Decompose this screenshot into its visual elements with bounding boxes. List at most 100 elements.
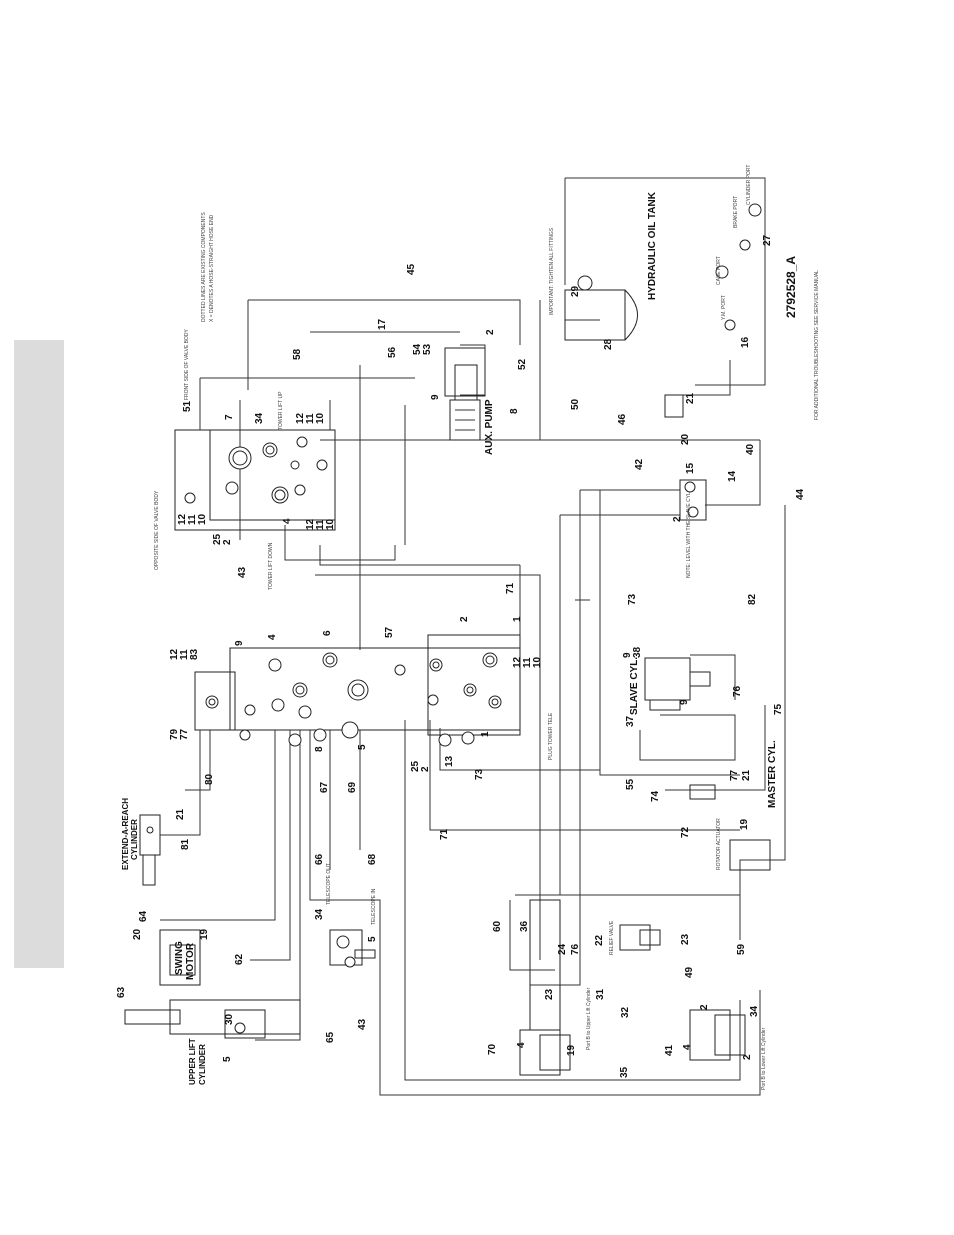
callout: 74	[650, 790, 661, 802]
callout: 2	[485, 329, 496, 335]
callout: 10	[315, 412, 326, 424]
callout: 8	[509, 408, 520, 414]
callout: 4	[516, 1042, 527, 1048]
callout: 70	[487, 1043, 498, 1055]
callout: 20	[680, 433, 691, 445]
callout: 81	[180, 838, 191, 850]
callout: 72	[680, 826, 691, 838]
callout: 14	[727, 470, 738, 482]
tank-label: HYDRAULIC OIL TANK	[647, 191, 658, 300]
callout: 2	[672, 516, 683, 522]
note: CASE PORT	[716, 256, 722, 285]
callout: 73	[474, 768, 485, 780]
callout: 8	[314, 746, 325, 752]
callout: 11	[315, 519, 326, 530]
hose-lines	[160, 177, 786, 1096]
callout: 50	[570, 398, 581, 410]
callout: 4	[267, 634, 278, 640]
callout: 23	[544, 988, 555, 1000]
callout: 79	[169, 728, 180, 740]
callout: 30	[224, 1013, 235, 1025]
callout: 2	[459, 616, 470, 622]
aux-pump-drawing	[444, 347, 486, 441]
callout: 9	[430, 394, 441, 400]
callout: 34	[314, 908, 325, 920]
lower-valve-blocks	[519, 899, 746, 1076]
callout: 19	[199, 928, 210, 940]
callout: 67	[319, 781, 330, 793]
callout: 21	[685, 392, 696, 404]
main-pump-drawing	[664, 394, 707, 521]
callout: 53	[422, 343, 433, 355]
note: OPPOSITE SIDE OF VALVE BODY	[154, 490, 160, 570]
callout: 12	[512, 656, 523, 668]
callout: 77	[729, 769, 740, 781]
note: RELIEF VALVE	[609, 920, 615, 955]
callout: 66	[314, 853, 325, 865]
callout: 40	[745, 443, 756, 455]
callout: 41	[664, 1044, 675, 1056]
slave-cyl-label: SLAVE CYL.	[629, 657, 640, 715]
callout: 5	[222, 1056, 233, 1062]
callout: 31	[595, 988, 606, 1000]
callout: 2	[742, 1054, 753, 1060]
callout: 19	[566, 1044, 577, 1056]
callout: 24	[557, 943, 568, 955]
callout: 11	[179, 649, 190, 660]
master-cyl-label: MASTER CYL.	[767, 740, 778, 808]
callout: 59	[736, 943, 747, 955]
annotation-notes: DOTTED LINES ARE EXISTING COMPONENTS X =…	[154, 165, 820, 1090]
callout: 19	[739, 818, 750, 830]
extend-label-a: EXTEND-A-REACH	[121, 798, 130, 870]
callout: 44	[795, 488, 806, 500]
callout: 77	[179, 728, 190, 740]
callout: 37	[625, 715, 636, 727]
callout: 4	[282, 518, 293, 524]
callout: 73	[627, 593, 638, 605]
swing-motor-drawing	[159, 929, 201, 986]
callout: 13	[444, 755, 455, 767]
callout: 34	[749, 1005, 760, 1017]
callout: 38	[632, 646, 643, 658]
note: TOWER LIFT DOWN	[268, 542, 274, 590]
telescope-valve-drawing	[329, 929, 376, 968]
upper-lift-label-b: CYLINDER	[198, 1044, 207, 1085]
main-valve-block	[194, 634, 521, 747]
callout: 57	[384, 626, 395, 638]
callout: 11	[522, 657, 533, 668]
callout: 23	[680, 933, 691, 945]
callout: 52	[517, 358, 528, 370]
callout: 25	[212, 533, 223, 545]
callout: 62	[234, 953, 245, 965]
callout: 6	[322, 630, 333, 636]
callout: 28	[603, 338, 614, 350]
callout: 42	[634, 458, 645, 470]
callout: 58	[292, 348, 303, 360]
note: X = DENOTES A HOSE-STRAIGHT HOSE END	[209, 214, 215, 322]
note: TOWER LIFT UP	[278, 391, 284, 430]
callout: 21	[741, 769, 752, 781]
callout: 82	[747, 593, 758, 605]
callout: 22	[594, 934, 605, 946]
callout: 71	[505, 582, 516, 594]
tower-valve-block	[174, 429, 336, 531]
callout: 35	[619, 1066, 630, 1078]
callout: 2	[699, 1004, 710, 1010]
note: PLUG TOWER TELE	[548, 712, 554, 760]
callout: 34	[254, 412, 265, 424]
callout: 56	[387, 346, 398, 358]
callout: 9	[622, 652, 633, 658]
callout: 17	[377, 318, 388, 330]
callout: 29	[570, 285, 581, 297]
callout: 5	[357, 744, 368, 750]
callout: 51	[182, 400, 193, 412]
drawing-number: 2792528_A	[784, 256, 798, 318]
callout: 71	[439, 828, 450, 840]
note: Port B to Lower Lift Cylinder	[761, 1027, 767, 1090]
callout: 76	[570, 943, 581, 955]
callout: 68	[367, 853, 378, 865]
callout: 46	[617, 413, 628, 425]
callout: 4	[682, 1044, 693, 1050]
callout: 45	[406, 263, 417, 275]
